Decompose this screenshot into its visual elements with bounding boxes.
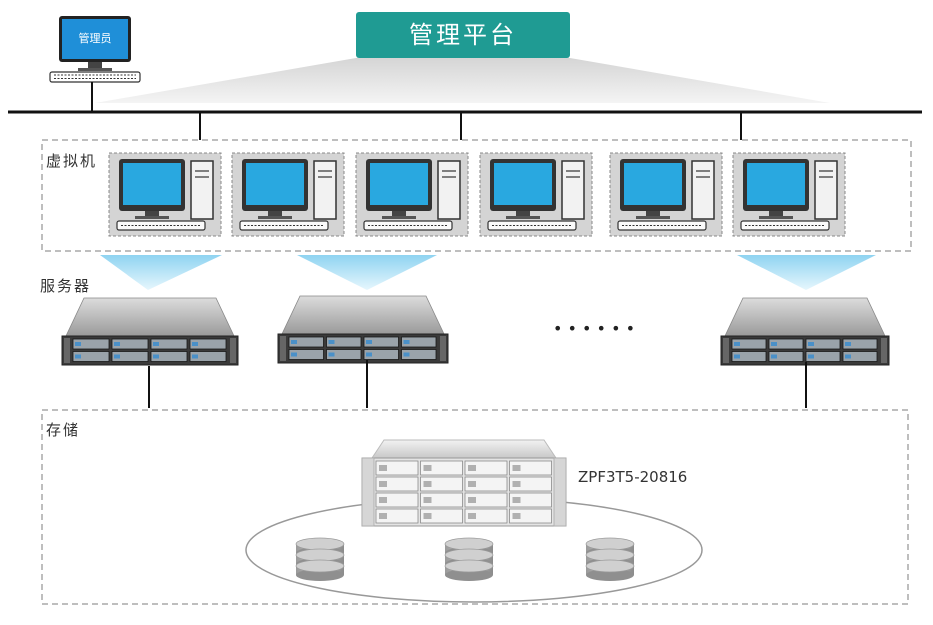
vm-desktop-icon	[732, 152, 846, 237]
beam	[100, 255, 222, 290]
storage-model-label: ZPF3T5-20816	[578, 468, 688, 486]
vm-desktop-icon	[108, 152, 222, 237]
platform-fan	[95, 58, 830, 103]
vm-desktop-icon	[231, 152, 345, 237]
rack-server	[720, 297, 890, 366]
rack-server	[61, 297, 239, 366]
beam	[737, 255, 876, 290]
server-group	[61, 295, 890, 366]
storage-section-label: 存储	[46, 421, 81, 439]
vm-desktop-icon	[609, 152, 723, 237]
server-section-label: 服务器	[40, 277, 92, 295]
admin-label: 管理员	[78, 32, 112, 45]
database-disk-icon	[585, 537, 635, 581]
rack-server	[277, 295, 449, 364]
platform-title: 管理平台	[409, 21, 517, 49]
storage-device	[361, 439, 567, 527]
vm-section-label: 虚拟机	[46, 152, 98, 170]
database-disk-icon	[295, 537, 345, 581]
admin-computer	[49, 16, 141, 83]
vm-desktop-icon	[479, 152, 593, 237]
disk-group	[295, 537, 635, 581]
vm-container	[41, 139, 912, 252]
beam	[297, 255, 437, 290]
vm-group	[108, 152, 846, 237]
server-ellipsis: • • • • • •	[553, 319, 635, 338]
database-disk-icon	[444, 537, 494, 581]
storage-container	[41, 409, 909, 605]
platform-box	[356, 12, 570, 58]
vm-desktop-icon	[355, 152, 469, 237]
